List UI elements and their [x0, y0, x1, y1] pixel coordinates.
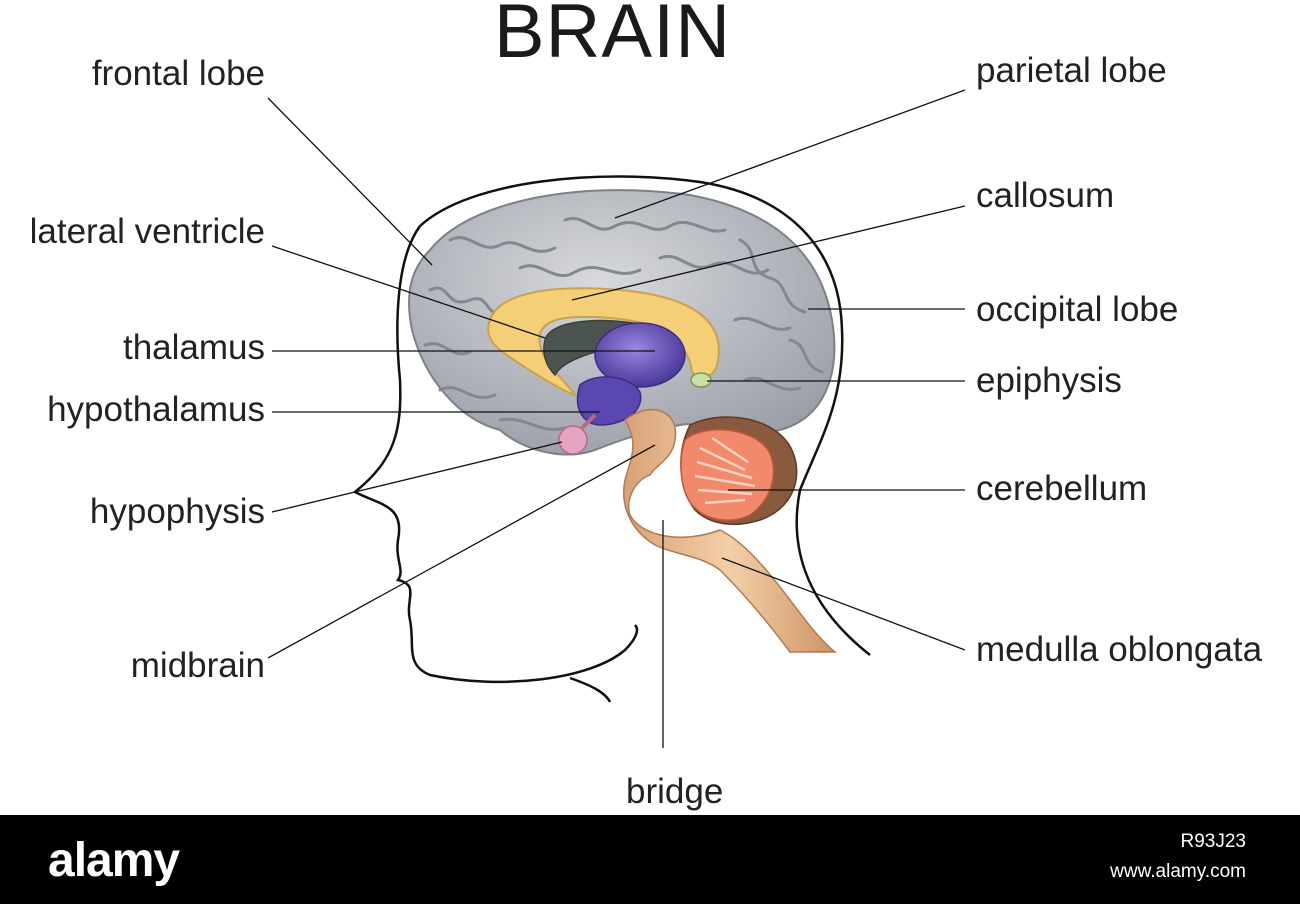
label-frontal-lobe: frontal lobe — [91, 54, 265, 93]
label-lateral-ventricle: lateral ventricle — [29, 212, 265, 251]
face-outline — [352, 225, 639, 684]
cortex-gyri — [423, 216, 824, 431]
image-id: R93J23 — [1180, 831, 1247, 852]
label-thalamus: thalamus — [122, 328, 265, 367]
brain-illustration — [267, 89, 966, 748]
neck-outline — [569, 676, 612, 703]
brainstem — [623, 409, 838, 653]
leader-lines — [267, 89, 966, 748]
head-outline — [419, 175, 871, 656]
watermark-footer: alamy R93J23 www.alamy.com — [0, 815, 1300, 904]
label-parietal-lobe: parietal lobe — [976, 51, 1167, 90]
cerebellum-folia — [694, 436, 756, 505]
label-medulla-oblongata: medulla oblongata — [976, 630, 1263, 669]
diagram-title: BRAIN — [493, 0, 732, 74]
label-hypophysis: hypophysis — [89, 492, 265, 531]
label-midbrain: midbrain — [130, 646, 265, 685]
label-bridge: bridge — [626, 772, 724, 811]
thalamus — [594, 322, 686, 388]
cerebellum-arbor — [680, 429, 775, 521]
site-url: www.alamy.com — [1110, 861, 1246, 882]
label-epiphysis: epiphysis — [976, 361, 1122, 400]
label-cerebellum: cerebellum — [976, 469, 1148, 508]
hypothalamus — [576, 376, 642, 426]
label-callosum: callosum — [976, 176, 1115, 215]
label-occipital-lobe: occipital lobe — [976, 290, 1179, 329]
epiphysis — [690, 372, 712, 388]
hypophysis — [558, 425, 588, 455]
label-hypothalamus: hypothalamus — [47, 390, 265, 429]
brand-logo: alamy — [48, 834, 180, 887]
diagram-canvas: BRAIN frontal lobe lateral ventricle tha… — [29, 0, 1263, 811]
